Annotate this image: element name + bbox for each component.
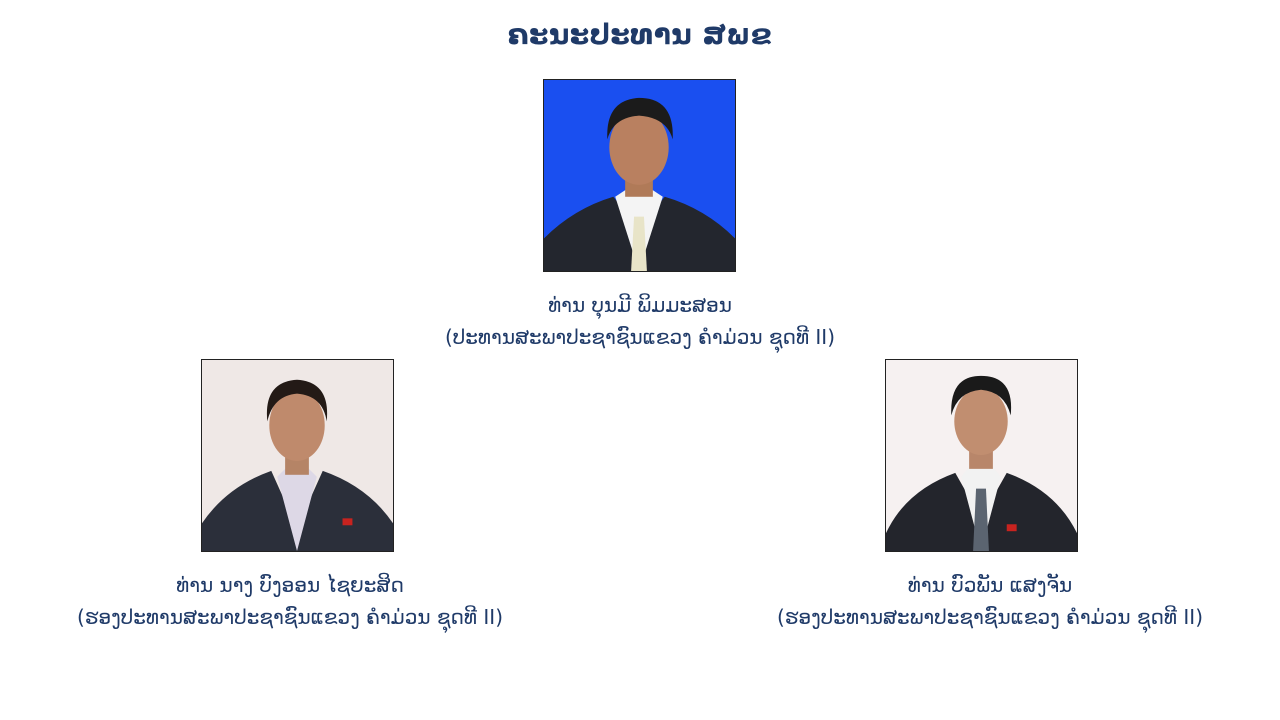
portrait-president — [543, 79, 736, 272]
president-name: ທ່ານ ບຸນມີ ພິມມະສອນ — [548, 293, 732, 317]
caption-vice-president-1: ທ່ານ ນາງ ບົງອອນ ໄຊຍະສິດ (ຮອງປະທານສະພາປະຊ… — [40, 569, 540, 633]
vice-president-1-name: ທ່ານ ນາງ ບົງອອນ ໄຊຍະສິດ — [176, 573, 404, 597]
president-role: (ປະທານສະພາປະຊາຊົນແຂວງ ຄໍາມ່ວນ ຊຸດທີ II) — [444, 325, 836, 349]
vice-president-1-role: (ຮອງປະທານສະພາປະຊາຊົນແຂວງ ຄໍາມ່ວນ ຊຸດທີ I… — [77, 605, 503, 629]
vice-president-2-role: (ຮອງປະທານສະພາປະຊາຊົນແຂວງ ຄໍາມ່ວນ ຊຸດທີ I… — [777, 605, 1203, 629]
vice-president-2-name: ທ່ານ ບົວພັນ ແສງຈັນ — [907, 573, 1073, 597]
caption-president: ທ່ານ ບຸນມີ ພິມມະສອນ (ປະທານສະພາປະຊາຊົນແຂວ… — [340, 289, 940, 353]
portrait-vice-president-1 — [201, 359, 394, 552]
page-title: ຄະນະປະທານ ສພຂ — [507, 18, 773, 51]
caption-vice-president-2: ທ່ານ ບົວພັນ ແສງຈັນ (ຮອງປະທານສະພາປະຊາຊົນແ… — [730, 569, 1250, 633]
portrait-vice-president-2 — [885, 359, 1078, 552]
